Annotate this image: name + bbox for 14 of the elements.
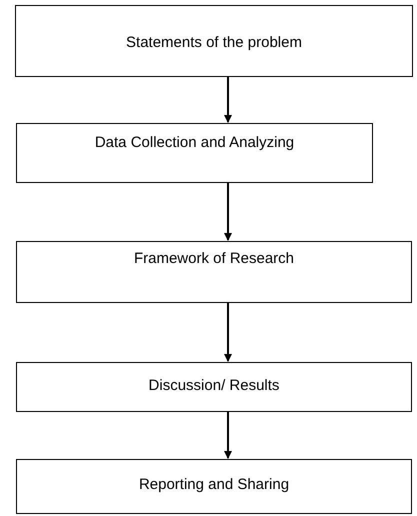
process-box: [16, 459, 412, 514]
arrow: [224, 412, 232, 459]
box-label: Data Collection and Analyzing: [94, 133, 294, 153]
process-box: [16, 241, 412, 303]
process-box: [16, 123, 373, 183]
box-label: Reporting and Sharing: [138, 475, 290, 495]
arrow: [224, 303, 232, 362]
arrow: [224, 77, 232, 123]
box-label: Statements of the problem: [126, 33, 302, 53]
arrow: [224, 183, 232, 241]
process-box: [15, 5, 413, 77]
box-label: Framework of Research: [134, 249, 294, 269]
process-box: [16, 362, 412, 412]
box-label: Discussion/ Results: [148, 376, 280, 396]
